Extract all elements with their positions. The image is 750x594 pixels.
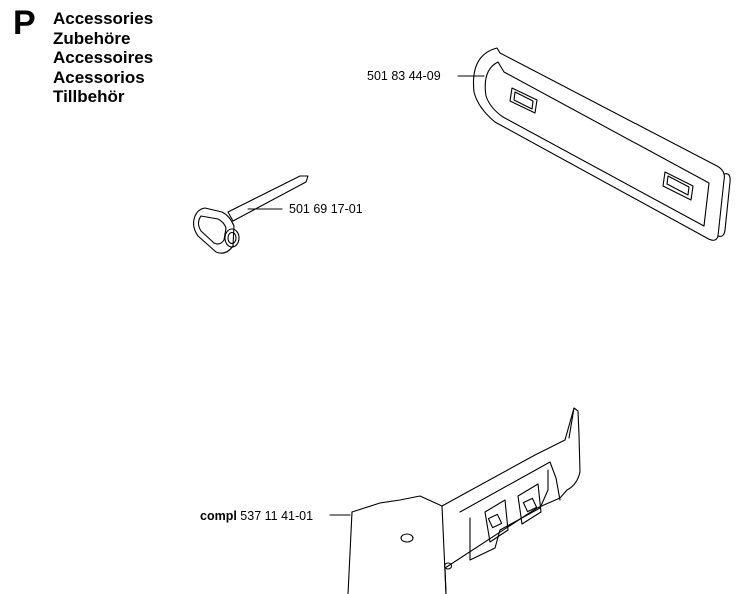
part-number-clutch-cover-value: 537 11 41-01 — [240, 509, 314, 523]
bar-cover-drawing — [457, 47, 731, 241]
title-swedish: Tillbehör — [53, 87, 125, 106]
title-portuguese: Acessorios — [53, 67, 145, 87]
part-number-clutch-cover: compl 537 11 41-01 — [200, 510, 313, 523]
part-number-bar-cover: 501 83 44-09 — [367, 69, 441, 83]
section-letter: P — [13, 4, 36, 42]
title-french: Accessoires — [53, 48, 154, 67]
title-german: Zubehöre — [53, 28, 131, 48]
title-english: Accessories — [53, 9, 154, 28]
part-number-combination-spanner: 501 69 17-01 — [289, 202, 363, 216]
part-prefix-compl: compl — [200, 509, 237, 523]
combination-spanner-drawing — [192, 175, 309, 254]
section-titles: Accessories Zubehöre Accessoires Acessor… — [53, 9, 153, 107]
clutch-cover-drawing — [329, 407, 581, 594]
